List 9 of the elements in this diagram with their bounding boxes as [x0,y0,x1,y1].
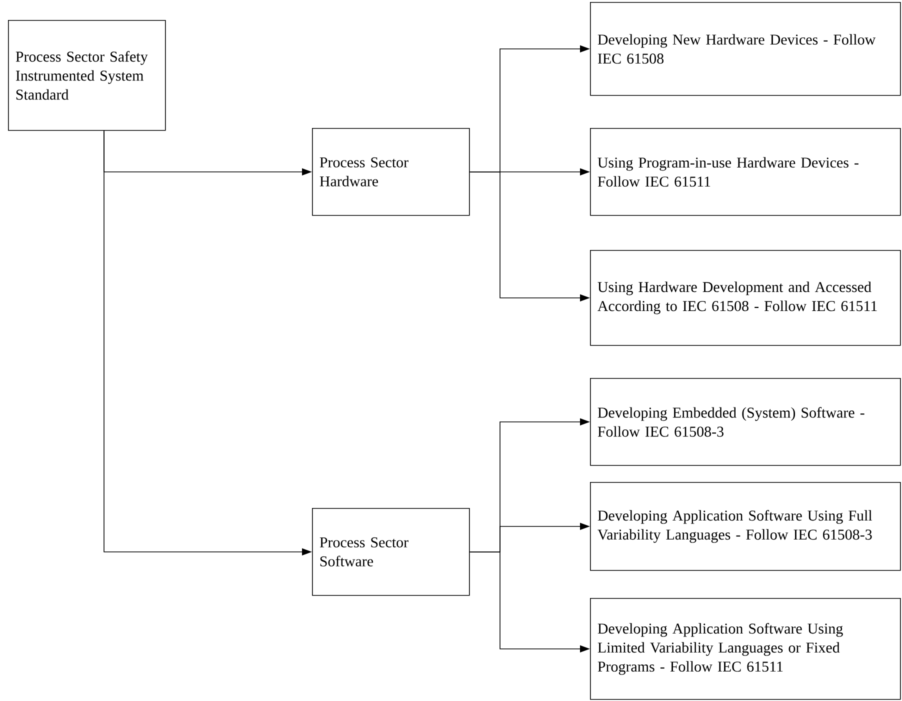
process-box: Using Hardware Development and Accessed According to IEC 61508 - Follow IEC 61511 [590,250,901,346]
process-box: Developing Application Software Using Full Variability Languages - Follow IEC 61508-3 [590,482,901,571]
process-box: Developing Application Software Using Limited Variability Languages or Fixed Programs - Follow IEC 61511 [590,598,901,700]
process-box: Process Sector Software [312,508,470,596]
process-box: Process Sector Hardware [312,128,470,216]
process-box: Using Program-in-use Hardware Devices - Follow IEC 61511 [590,128,901,216]
process-box: Developing Embedded (System) Software - Follow IEC 61508-3 [590,378,901,466]
process-box: Developing New Hardware Devices - Follow IEC 61508 [590,2,901,96]
process-box: Process Sector Safety Instrumented System Standard [8,20,166,131]
